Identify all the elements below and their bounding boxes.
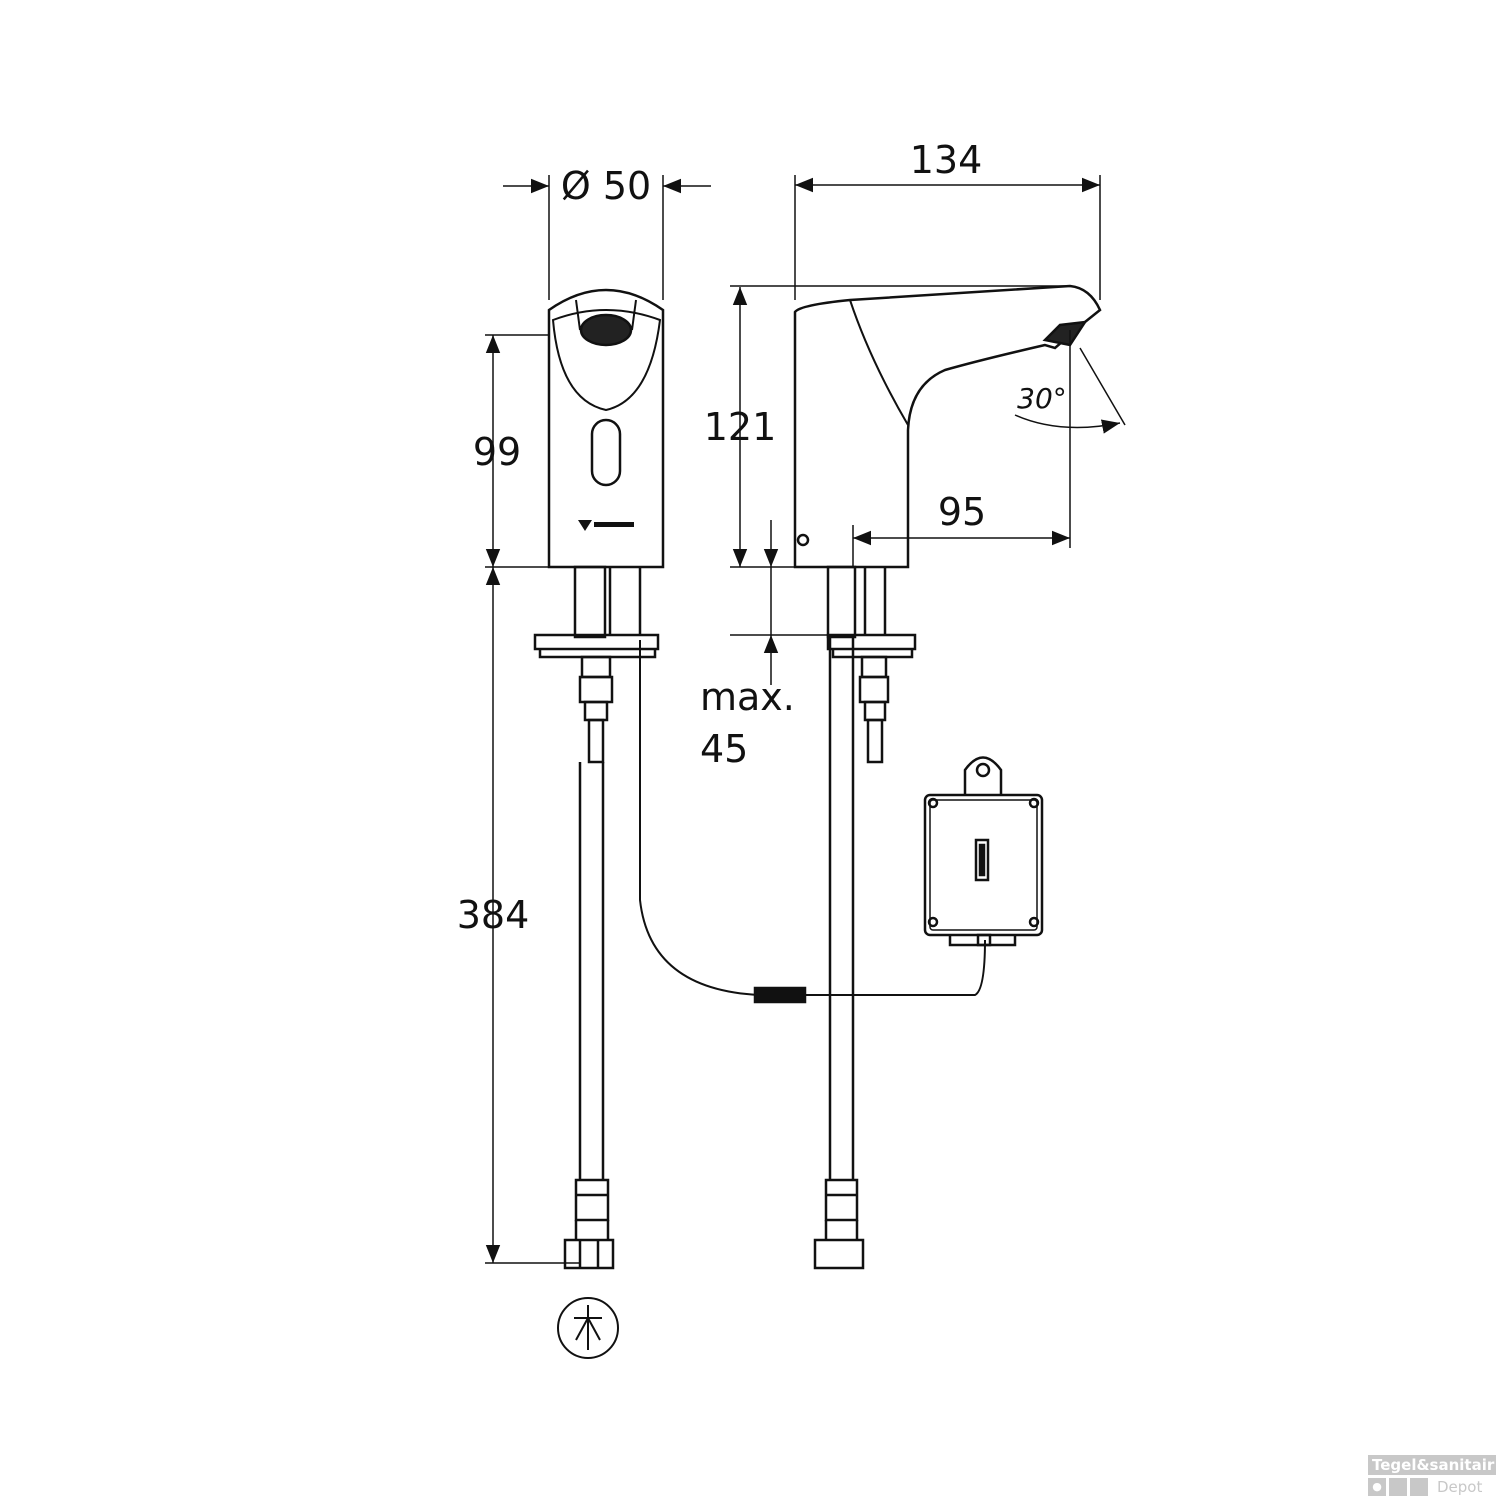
side-nut: [813, 1238, 865, 1270]
watermark-square: [1410, 1478, 1428, 1496]
side-view: [793, 284, 1102, 1270]
drop-icon: ●: [1368, 1478, 1386, 1496]
watermark-sub: Depot: [1437, 1478, 1483, 1496]
dim-max-value: 45: [700, 727, 748, 771]
dim-max-label: max.: [700, 675, 795, 719]
valve-symbol-icon: [557, 1297, 619, 1359]
side-flange: [826, 633, 917, 651]
sensor-window: [590, 418, 622, 487]
side-body: [793, 284, 1102, 569]
front-body: [547, 288, 665, 569]
dim-diameter: Ø 50: [561, 164, 651, 208]
dimension-lines: [485, 175, 1126, 1264]
watermark-brand: Tegel&sanitair: [1368, 1455, 1496, 1475]
dim-front-height: 99: [473, 430, 521, 474]
brand-logo: [578, 520, 592, 531]
dim-reach: 95: [938, 490, 986, 534]
front-nut: [563, 1238, 615, 1270]
control-unit: [639, 640, 1044, 1004]
dim-width: 134: [910, 138, 983, 182]
watermark: Tegel&sanitair ● Depot: [1368, 1455, 1496, 1496]
front-pipe: [573, 565, 607, 639]
sensor-cable: [639, 640, 986, 996]
watermark-square: [1389, 1478, 1407, 1496]
dim-side-height: 121: [704, 405, 777, 449]
dim-pipe-length: 384: [457, 893, 530, 937]
front-view: [533, 288, 665, 1270]
front-flange: [533, 633, 660, 651]
dim-angle: 30°: [1017, 382, 1067, 415]
